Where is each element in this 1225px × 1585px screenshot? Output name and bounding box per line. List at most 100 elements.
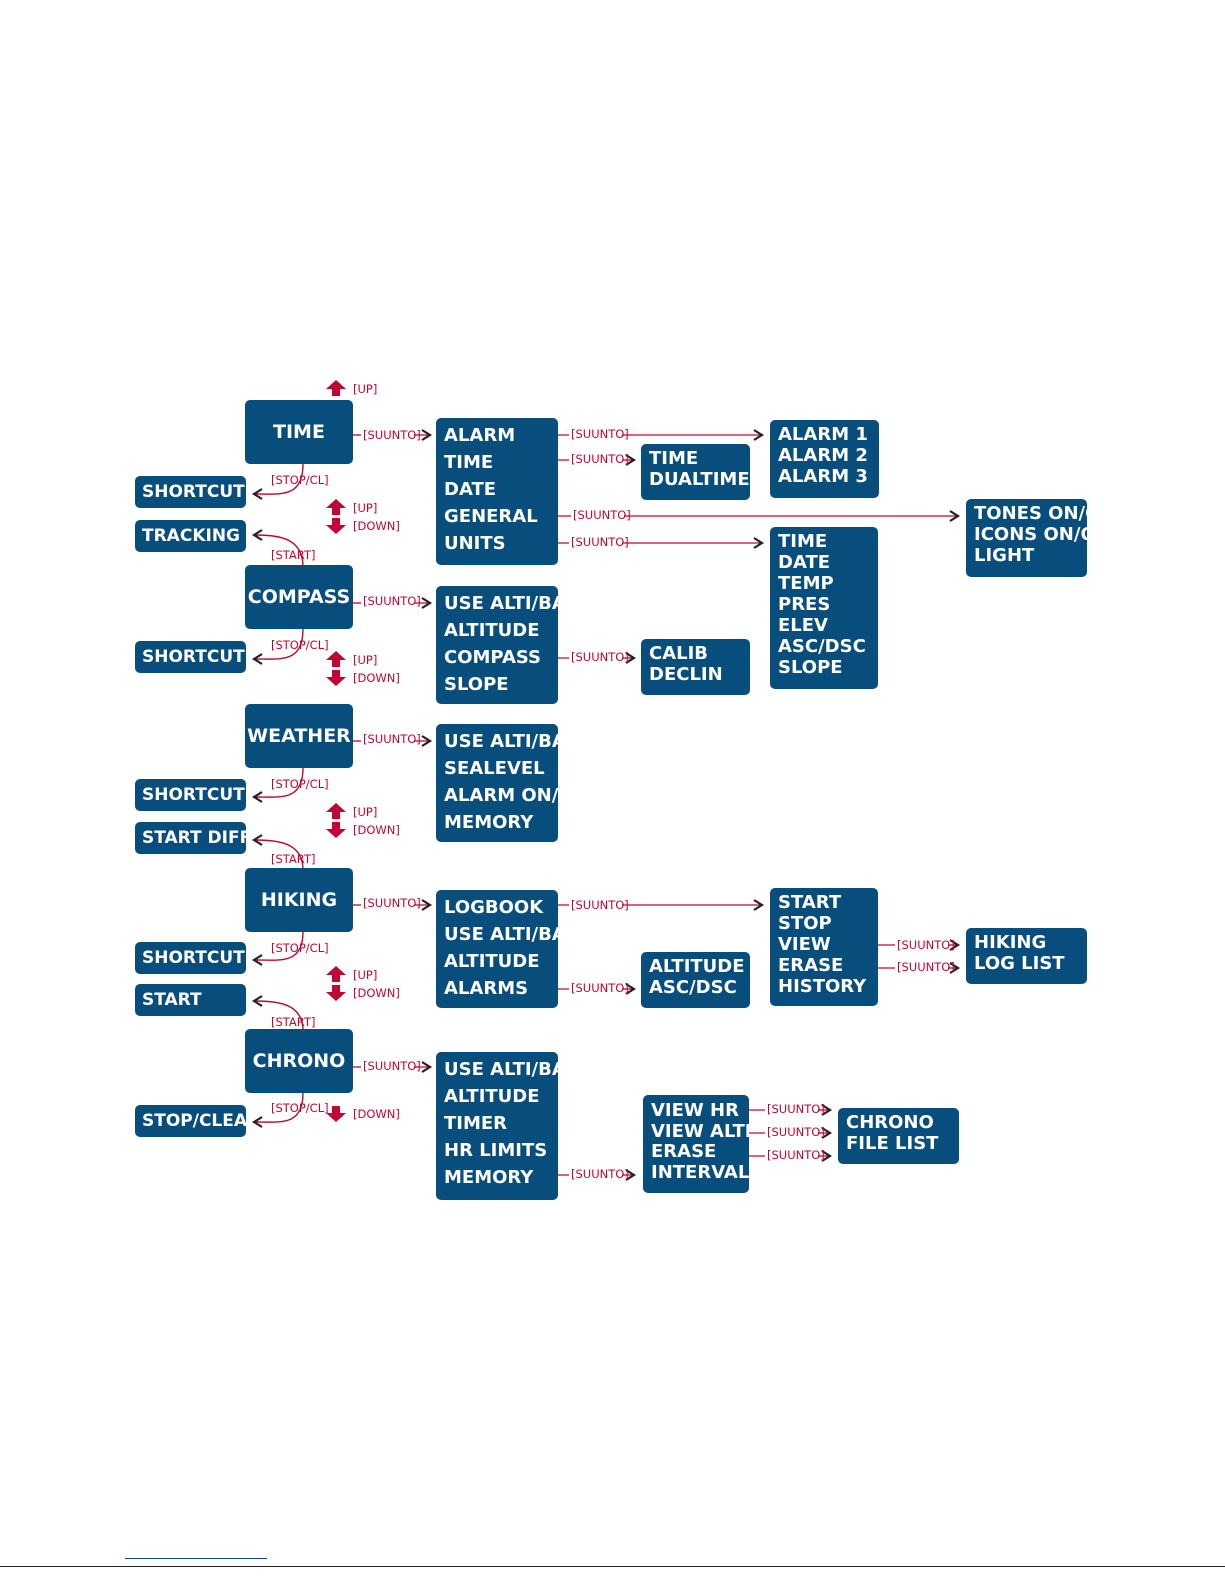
menu-item-time: TIME xyxy=(444,452,494,473)
submenu-item: ERASE xyxy=(651,1141,717,1162)
menu-item: ALTITUDE xyxy=(444,951,540,972)
submenu-item: CHRONO xyxy=(846,1112,934,1133)
suunto-label: [SUUNTO] xyxy=(363,1059,421,1073)
suunto-label: [SUUNTO] xyxy=(571,650,629,664)
start-label: [START] xyxy=(271,852,316,866)
action-shortcuts-time: SHORTCUTS xyxy=(135,476,246,508)
menu-item: COMPASS xyxy=(444,647,542,668)
up-arrow-icon xyxy=(326,651,346,667)
submenu-item: CALIB xyxy=(649,643,709,664)
arrowhead-right xyxy=(949,939,961,951)
arrowhead-right xyxy=(421,899,433,911)
suunto-label: [SUUNTO] xyxy=(767,1125,825,1139)
hiking-loglist: HIKING LOG LIST xyxy=(966,928,1087,984)
stop-cl-label: [STOP/CL] xyxy=(271,777,329,791)
time-submenu: TIME DUALTIME xyxy=(641,444,750,500)
arrowhead-right xyxy=(949,962,961,974)
mode-time: TIME xyxy=(245,400,353,464)
side-connector xyxy=(255,767,304,798)
arrowhead-left xyxy=(251,1116,263,1128)
up-label: [UP] xyxy=(353,805,378,819)
weather-menu: USE ALTI/BARO SEALEVEL ALARM ON/OFF MEMO… xyxy=(436,724,558,842)
arrowhead-left xyxy=(251,954,263,966)
menu-item: ALARM ON/OFF xyxy=(444,785,558,806)
hiking-menu: LOGBOOK USE ALTI/BARO ALTITUDE ALARMS xyxy=(436,890,558,1008)
submenu-item: DECLIN xyxy=(649,664,723,685)
submenu-item: ERASE xyxy=(778,955,844,976)
mode-chrono: CHRONO xyxy=(245,1029,353,1093)
suunto-label: [SUUNTO] xyxy=(571,427,629,441)
suunto-label: [SUUNTO] xyxy=(573,508,631,522)
up-label: [UP] xyxy=(353,968,378,982)
stop-cl-label: [STOP/CL] xyxy=(271,941,329,955)
menu-item-date: DATE xyxy=(444,479,497,500)
down-arrow-icon xyxy=(326,985,346,1001)
general-submenu: TONES ON/OFF ICONS ON/OFF LIGHT xyxy=(966,499,1087,577)
down-arrow-icon xyxy=(326,518,346,534)
footnote-rule xyxy=(125,1558,267,1559)
arrowhead-right xyxy=(821,1104,833,1116)
alarms-submenu: ALTITUDE ASC/DSC xyxy=(641,952,750,1008)
suunto-label: [SUUNTO] xyxy=(363,428,421,442)
up-arrow-icon xyxy=(326,803,346,819)
menu-item: USE ALTI/BARO xyxy=(444,1059,558,1080)
submenu-item: ALARM 1 xyxy=(778,424,868,445)
menu-item: MEMORY xyxy=(444,812,534,833)
submenu-item: TIME xyxy=(649,448,699,469)
suunto-label: [SUUNTO] xyxy=(897,960,955,974)
menu-item: ALTITUDE xyxy=(444,1086,540,1107)
submenu-item: VIEW HR xyxy=(651,1100,739,1121)
suunto-label: [SUUNTO] xyxy=(571,981,629,995)
arrowhead-left xyxy=(251,791,263,803)
down-label: [DOWN] xyxy=(353,986,400,1000)
arrowhead-left xyxy=(251,653,263,665)
submenu-item: VIEW ALTI xyxy=(651,1120,749,1142)
stop-cl-label: [STOP/CL] xyxy=(271,473,329,487)
submenu-item: TIME xyxy=(778,531,828,552)
menu-item-general: GENERAL xyxy=(444,506,538,527)
submenu-item: ALARM 3 xyxy=(778,466,868,487)
down-label: [DOWN] xyxy=(353,823,400,837)
arrowhead-right xyxy=(625,652,637,664)
up-arrow-icon xyxy=(326,380,346,396)
down-arrow-icon xyxy=(326,1106,346,1122)
up-label: [UP] xyxy=(353,501,378,515)
suunto-label: [SUUNTO] xyxy=(363,594,421,608)
arrowhead-right xyxy=(625,1169,637,1181)
menu-item: MEMORY xyxy=(444,1167,534,1188)
submenu-item: STOP xyxy=(778,913,832,934)
menu-item: USE ALTI/BARO xyxy=(444,731,558,752)
arrowhead-right xyxy=(753,899,765,911)
chrono-filelist: CHRONO FILE LIST xyxy=(838,1108,959,1164)
suunto-label: [SUUNTO] xyxy=(363,732,421,746)
start-label: [START] xyxy=(271,1015,316,1029)
side-connector xyxy=(255,534,304,568)
submenu-item: ALTITUDE xyxy=(649,956,745,977)
stop-cl-label: [STOP/CL] xyxy=(271,1101,329,1115)
arrowhead-left xyxy=(251,488,263,500)
action-tracking: TRACKING xyxy=(135,520,246,552)
side-connector xyxy=(255,931,304,961)
down-arrow-icon xyxy=(326,822,346,838)
arrowhead-right xyxy=(821,1127,833,1139)
down-label: [DOWN] xyxy=(353,1107,400,1121)
mode-hiking: HIKING xyxy=(245,868,353,932)
submenu-item: INTERVAL xyxy=(651,1161,749,1183)
submenu-item: START xyxy=(778,892,842,913)
action-start: START xyxy=(135,984,246,1016)
mode-compass: COMPASS xyxy=(245,565,353,629)
action-start-differ: START DIFFER xyxy=(135,822,246,854)
menu-item: TIMER xyxy=(444,1113,508,1134)
units-submenu: TIME DATE TEMP PRES ELEV ASC/DSC SLOPE xyxy=(770,527,878,689)
suunto-label: [SUUNTO] xyxy=(571,535,629,549)
action-shortcuts-weather: SHORTCUTS xyxy=(135,779,246,811)
start-label: [START] xyxy=(271,548,316,562)
arrowhead-right xyxy=(421,1061,433,1073)
action-shortcuts-compass: SHORTCUTS xyxy=(135,641,246,673)
action-shortcuts-hiking: SHORTCUTS xyxy=(135,942,246,974)
suunto-label: [SUUNTO] xyxy=(767,1102,825,1116)
side-connector xyxy=(255,839,304,871)
mode-weather: WEATHER xyxy=(245,704,353,768)
arrowhead-left xyxy=(251,834,263,846)
